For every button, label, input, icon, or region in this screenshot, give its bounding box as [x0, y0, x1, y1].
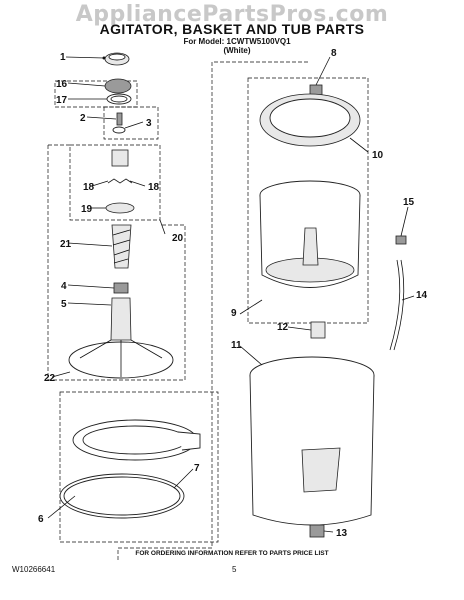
dog-housing — [111, 149, 129, 167]
callout-13: 13 — [336, 528, 348, 539]
callout-2: 2 — [80, 113, 86, 124]
washer — [112, 126, 126, 134]
connector-dashes — [117, 61, 310, 560]
ordering-note: FOR ORDERING INFORMATION REFER TO PARTS … — [135, 550, 329, 557]
group-box-18-19 — [69, 144, 161, 221]
callout-20: 20 — [172, 233, 184, 244]
group-box-9-10 — [247, 77, 369, 324]
bolt — [116, 112, 123, 126]
callout-1: 1 — [60, 52, 66, 63]
callout-5: 5 — [61, 299, 67, 310]
auger — [111, 224, 132, 269]
callout-18: 18 — [148, 182, 160, 193]
callout-7: 7 — [194, 463, 200, 474]
drain-fitting — [309, 524, 325, 538]
callout-4: 4 — [61, 281, 67, 292]
watermark: AppliancePartsPros.com — [75, 2, 389, 27]
hose-clip — [395, 235, 407, 245]
tub-fitting — [310, 321, 326, 339]
callout-22: 22 — [44, 373, 56, 384]
callout-11: 11 — [231, 340, 242, 351]
agitator-shaft — [110, 297, 132, 341]
agitator-dogs — [107, 178, 133, 184]
bushing — [113, 282, 129, 294]
callout-21: 21 — [60, 239, 72, 250]
group-outline-22 — [47, 145, 186, 381]
group-box-2-3 — [103, 106, 159, 140]
callout-15: 15 — [403, 197, 415, 208]
callout-12: 12 — [277, 322, 289, 333]
callout-14: 14 — [416, 290, 428, 301]
callout-18: 18 — [83, 182, 95, 193]
model-line: For Model: 1CWTW5100VQ1 — [183, 37, 291, 46]
callout-17: 17 — [56, 95, 68, 106]
vent-hose — [389, 259, 401, 351]
agitator-cam — [104, 78, 132, 94]
page-number: 5 — [232, 565, 237, 574]
callout-6: 6 — [38, 514, 44, 525]
spanner-nut — [309, 84, 323, 96]
callout-9: 9 — [231, 308, 237, 319]
callout-19: 19 — [81, 204, 93, 215]
callout-8: 8 — [331, 48, 337, 59]
cam-assembly — [105, 202, 135, 214]
color-line: (White) — [223, 46, 251, 55]
callout-16: 16 — [56, 79, 68, 90]
callout-10: 10 — [372, 150, 384, 161]
callout-3: 3 — [146, 118, 152, 129]
page-title: AGITATOR, BASKET AND TUB PARTS — [99, 21, 365, 37]
document-number: W10266641 — [12, 565, 56, 574]
group-box-6-7 — [59, 391, 219, 543]
